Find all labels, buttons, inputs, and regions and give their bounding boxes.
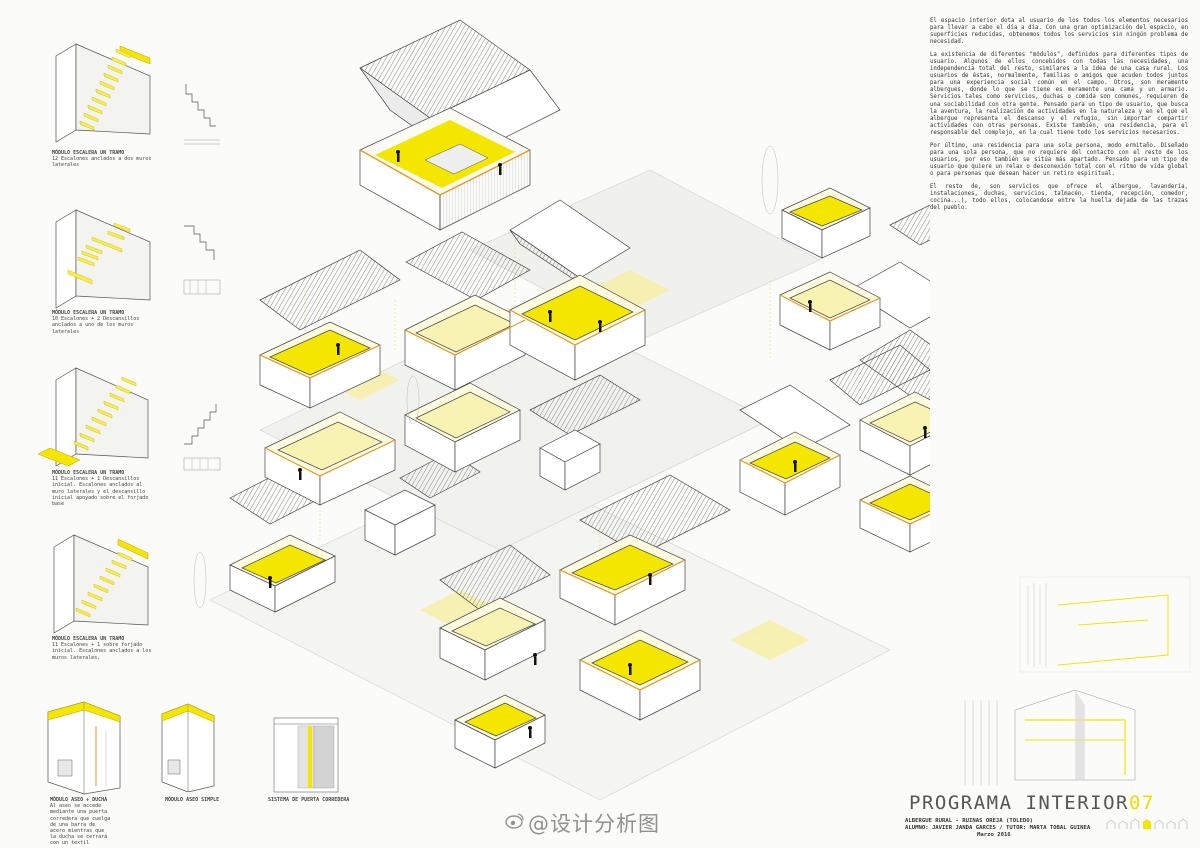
module-caption-3: MÓDULO ESCALERA UN TRAMO 11 Escalones + … (52, 470, 152, 507)
module-text: 11 Escalones + 1 Descansillos inicial. E… (52, 476, 149, 508)
stair-module-2-drawing (55, 209, 151, 309)
module-text: 12 Escalones anclados a dos muros latera… (52, 156, 152, 169)
stair-section-2-drawing (183, 225, 221, 295)
module-caption-6: MÓDULO ASEO SIMPLE (165, 797, 235, 803)
module-box-c8 (454, 694, 546, 769)
stair-module-3-drawing (37, 367, 149, 467)
module-box-r1 (781, 187, 871, 259)
watermark-text: @设计分析图 (528, 812, 660, 836)
module-boxes (229, 187, 930, 769)
module-title: MÓDULO ESCALERA UN TRAMO (52, 470, 125, 476)
bath-module-shower (44, 700, 134, 795)
module-caption-4: MÓDULO ESCALERA UN TRAMO 11 Escalones + … (52, 636, 152, 661)
date-line: Marzo 2016 (977, 832, 1011, 838)
sheet-title: PROGRAMA INTERIOR07 (909, 792, 1155, 814)
sheet-title-text: PROGRAMA INTERIOR (909, 792, 1129, 814)
human-figures (268, 150, 927, 738)
module-title: SISTEMA DE PUERTA CORREDERA (268, 797, 350, 803)
stair-module-3 (36, 360, 156, 470)
description-text: El espacio interior dota al usuario de l… (930, 18, 1188, 218)
module-box-r3 (739, 431, 841, 516)
orange-wall-edges (259, 294, 930, 691)
description-paragraph-4: El resto de, son servicios que ofrece el… (930, 183, 1188, 212)
weibo-icon (505, 813, 524, 829)
module-title: MÓDULO ASEO SIMPLE (165, 797, 220, 803)
module-box-c4 (539, 429, 601, 491)
project-name: ALBERGUE RURAL - RUINAS OREJA (TOLEDO) (905, 818, 1033, 824)
stair-module-2 (48, 200, 158, 310)
module-caption-5: MÓDULO ASEO + DUCHA Al aseo se accede me… (50, 797, 112, 847)
description-paragraph-2: La existencia de diferentes "módulos", d… (930, 52, 1188, 136)
bath-module-simple (158, 702, 228, 792)
interior-sketch-2 (964, 689, 1136, 785)
stair-module-1 (48, 34, 158, 144)
stair-section-1-drawing (184, 84, 220, 145)
module-text: 10 Escalones + 2 Descansillos anclados a… (52, 316, 140, 335)
sliding-door-system (268, 712, 348, 796)
module-caption-2: MÓDULO ESCALERA UN TRAMO 10 Escalones + … (52, 310, 152, 335)
module-box-r5 (859, 475, 930, 553)
stair-section-1 (180, 80, 230, 150)
module-title: MÓDULO ASEO + DUCHA (50, 797, 108, 803)
module-box-r2 (779, 271, 881, 351)
exploded-axonometric (193, 19, 930, 800)
title-block: PROGRAMA INTERIOR07 ALBERGUE RURAL - RUI… (905, 792, 1190, 844)
tree-silhouettes (193, 145, 779, 609)
village-skyline-icon (1106, 818, 1188, 829)
stair-section-3-drawing (183, 404, 221, 471)
module-box-c6 (439, 597, 546, 681)
module-box-l1 (259, 321, 381, 409)
stair-module-4-drawing (53, 534, 149, 634)
sheet-number: 07 (1128, 792, 1155, 814)
module-box-c3 (404, 382, 521, 473)
description-paragraph-1: El espacio interior dota al usuario de l… (930, 18, 1188, 46)
stair-module-1-drawing (55, 43, 151, 143)
sliding-door-system-drawing (273, 717, 339, 793)
interior-sketch-1 (1019, 576, 1191, 673)
module-house-main (359, 107, 531, 231)
module-text: Al aseo se accede mediante una puerta co… (50, 803, 111, 847)
bath-module-shower-drawing (47, 701, 121, 795)
module-caption-1: MÓDULO ESCALERA UN TRAMO 12 Escalones an… (52, 150, 152, 169)
stair-section-2 (180, 220, 230, 310)
stair-module-4 (40, 525, 156, 635)
module-box-r4 (859, 391, 930, 476)
bath-module-simple-drawing (161, 703, 215, 792)
module-caption-7: SISTEMA DE PUERTA CORREDERA (268, 797, 358, 803)
module-text: 11 Escalones + 1 sobre forjado inicial. … (52, 642, 152, 661)
stair-section-3 (180, 400, 230, 490)
module-title: MÓDULO ESCALERA UN TRAMO (52, 310, 125, 316)
authors-line: ALUMNO: JAVIER JANDA GARCES / TUTOR: MAR… (905, 825, 1091, 831)
module-box-l3 (229, 534, 336, 613)
module-title: MÓDULO ESCALERA UN TRAMO (52, 150, 125, 156)
module-title: MÓDULO ESCALERA UN TRAMO (52, 636, 125, 642)
module-box-l4 (364, 489, 436, 556)
module-box-l2 (264, 411, 396, 506)
description-paragraph-3: Por último, una residencia para una sola… (930, 142, 1188, 177)
